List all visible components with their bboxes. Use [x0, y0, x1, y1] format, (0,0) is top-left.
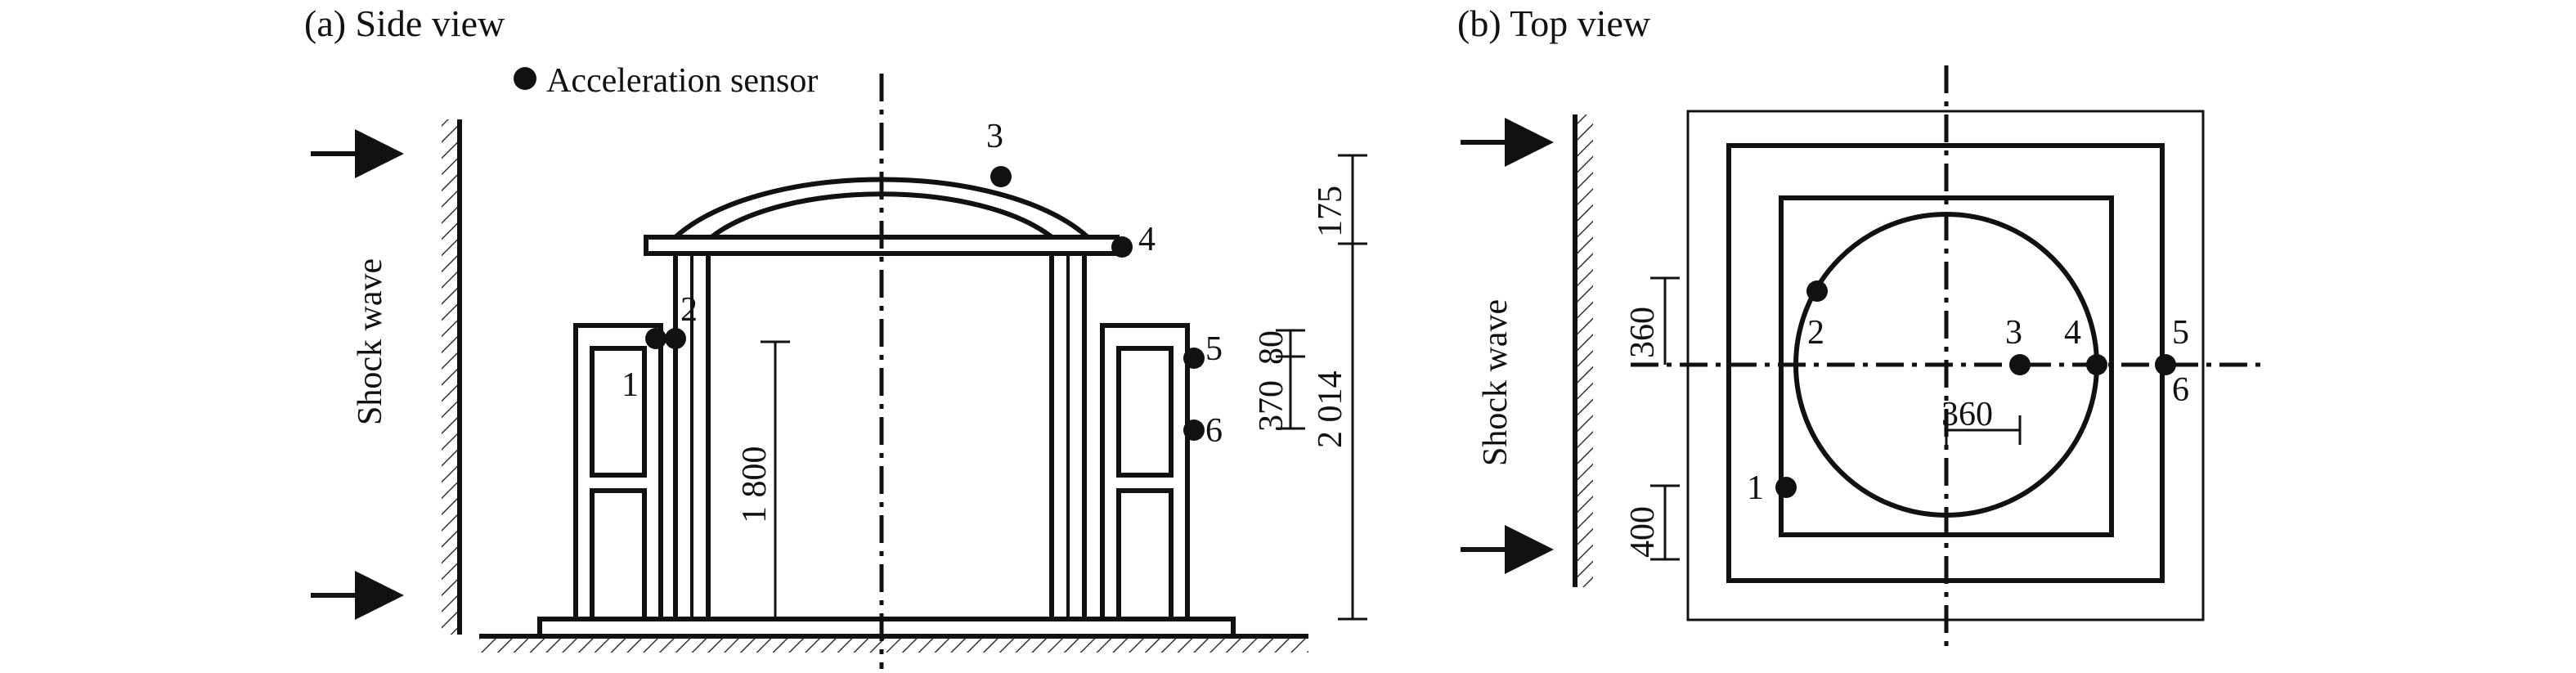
side-dim-1800-label: 1 800	[736, 446, 774, 524]
side-sensor-2-label: 2	[680, 291, 698, 329]
side-dim-2014-label: 2 014	[1312, 371, 1349, 449]
top-dim-360h	[1945, 415, 2022, 445]
top-sensor-2-label: 2	[1807, 314, 1824, 352]
side-dim-370-label: 370	[1253, 380, 1290, 432]
side-sensor-6	[1183, 420, 1205, 441]
top-dim-360h-label: 360	[1941, 396, 1993, 433]
top-dim-400	[1650, 484, 1680, 561]
top-sensor-3-label: 3	[2005, 314, 2022, 352]
top-sensors	[1775, 280, 2176, 498]
side-dim-175-label: 175	[1312, 186, 1349, 237]
side-sensor-4	[1111, 236, 1133, 258]
top-sensor-3	[2009, 354, 2031, 375]
side-shock-wave-label: Shock wave	[352, 258, 389, 425]
side-base-slab	[537, 617, 1236, 639]
legend-label: Acceleration sensor	[546, 62, 818, 100]
top-sensor-1-label: 1	[1747, 469, 1764, 507]
side-sensor-5	[1183, 348, 1205, 369]
side-sensor-1-label: 1	[622, 366, 639, 404]
side-sensor-2	[665, 328, 686, 349]
top-sensor-4	[2086, 354, 2107, 375]
side-sensor-3	[990, 166, 1012, 187]
side-left-annex	[573, 323, 663, 621]
side-sensor-1	[645, 328, 666, 349]
top-sensor-4-label: 4	[2064, 314, 2081, 352]
top-view-panel: (b) Top view Shock wave 360	[1457, 2, 2260, 654]
side-sensors	[645, 166, 1205, 441]
side-dim-1800	[761, 340, 790, 619]
top-dim-360v	[1650, 276, 1680, 365]
side-wall	[442, 119, 462, 635]
top-sensor-6-label: 6	[2172, 371, 2189, 409]
legend-sensor-marker	[514, 67, 536, 90]
top-sensor-2	[1806, 280, 1828, 302]
side-sensor-4-label: 4	[1138, 221, 1156, 258]
side-sensor-3-label: 3	[986, 118, 1003, 155]
side-view-title: (a) Side view	[304, 2, 505, 44]
top-sensor-5	[2155, 354, 2176, 375]
side-sensor-6-label: 6	[1205, 412, 1223, 450]
top-sensor-5-label: 5	[2172, 314, 2189, 352]
top-sensor-1	[1775, 477, 1797, 498]
side-dim-chain	[1276, 154, 1367, 621]
top-dim-360v-label: 360	[1624, 307, 1662, 358]
side-shock-arrows	[311, 129, 404, 620]
top-dim-400-label: 400	[1624, 506, 1662, 558]
side-sensor-5-label: 5	[1205, 330, 1223, 368]
side-view-panel: (a) Side view Acceleration sensor Shock …	[304, 2, 1367, 669]
side-right-annex	[1100, 323, 1190, 621]
top-wall	[1573, 114, 1593, 587]
top-view-title: (b) Top view	[1457, 2, 1651, 44]
top-shock-arrows	[1461, 118, 1554, 574]
top-shock-wave-label: Shock wave	[1477, 299, 1515, 466]
side-dim-80-label: 80	[1253, 330, 1290, 365]
